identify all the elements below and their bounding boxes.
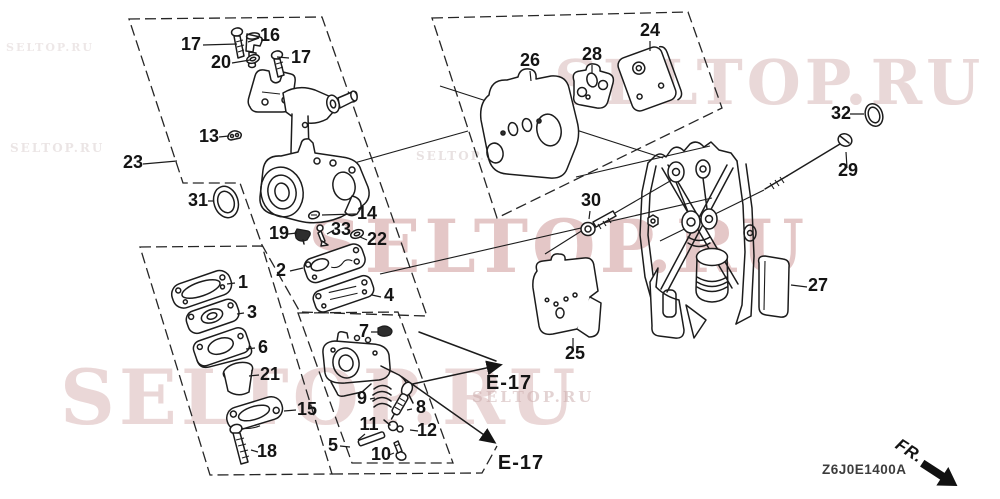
washer-20 [245,53,261,65]
pump-plate-2 [303,243,366,284]
screw-30 [580,210,617,237]
assembly-line-screw30-to-boss [614,176,678,214]
part-label-9: 9 [357,388,367,408]
drawing-code: Z6J0E1400A [822,462,907,477]
assembly-line-plate-to-bracket [379,197,713,275]
part-label-22: 22 [367,229,387,249]
needle-valve-8 [390,393,409,420]
spacer-block-6 [192,327,253,369]
e17-upper-arrow-line [407,360,503,386]
plug-7 [377,325,393,337]
part-label-32: 32 [831,103,851,123]
part-label-19: 19 [269,223,289,243]
e17-lower-label: E-17 [498,452,544,474]
part-label-17b: 17 [291,47,311,67]
part-label-12: 12 [417,420,437,440]
part-label-14: 14 [357,203,377,223]
dashed-box-gasket-set-top-right [431,11,723,219]
part-label-20: 20 [211,52,231,72]
part-label-23: 23 [123,152,143,172]
mounting-bracket-27 [639,141,790,339]
part-label-5: 5 [328,435,338,455]
part-label-2: 2 [276,260,286,280]
part-label-17a: 17 [181,34,201,54]
heat-shield-25 [532,253,602,338]
washer-14 [307,210,321,220]
gasket-3 [185,298,240,335]
spacer-ring-21 [222,361,254,396]
part-label-16: 16 [260,25,280,45]
fr-arrow-icon [920,459,958,487]
part-label-6: 6 [258,337,268,357]
dashed-box-pump-assy-5 [297,311,454,464]
leader-lines [142,37,864,456]
e17-upper-arrow-tail [418,331,497,362]
part-label-29: 29 [838,160,858,180]
part-label-26: 26 [520,50,540,70]
screw-10 [393,440,407,461]
part-label-24: 24 [640,20,660,40]
e17-lower-arrow-line [401,376,497,444]
o-ring-31 [212,185,240,219]
screw-33 [316,224,329,247]
part-label-10: 10 [371,444,391,464]
flange-plate-15 [225,395,284,431]
part-label-4: 4 [384,285,394,305]
dashed-box-carburetor-assy-23 [128,16,428,317]
part-label-15: 15 [297,399,317,419]
part-label-30: 30 [581,190,601,210]
clip-13 [227,130,243,141]
valve-12 [383,419,404,433]
o-ring-32 [864,103,884,127]
part-label-1: 1 [238,272,248,292]
part-label-8: 8 [416,397,426,417]
plate-24 [617,45,683,112]
assembly-line-shield-to-screw30 [544,229,584,255]
washer-22 [349,228,365,240]
screw-17a [230,27,245,59]
part-label-33: 33 [331,219,351,239]
spring-9 [372,384,392,408]
bolt-29 [764,133,853,190]
part-label-25: 25 [565,343,585,363]
part-label-11: 11 [359,414,378,434]
assembly-line-gasket26-to-bracket [575,145,711,178]
carburetor-main-body [259,138,370,224]
part-label-18: 18 [257,441,277,461]
valve-seat-19 [294,228,311,245]
part-label-31: 31 [188,190,208,210]
screw-17b [270,50,285,78]
assembly-line-carb-to-gaskets [339,130,469,168]
part-label-27: 27 [808,275,828,295]
part-label-21: 21 [260,364,280,384]
insulator-gasket-26 [479,68,580,179]
part-label-28: 28 [582,44,602,64]
part-label-13: 13 [199,126,219,146]
diaphragm-plate-4 [312,274,375,313]
carburetor-lower-body [322,331,414,404]
dashed-box-outer-extension [331,445,498,475]
part-label-7: 7 [359,321,369,341]
spacer-28 [572,63,615,109]
pin-11 [357,431,386,447]
gasket-1 [170,269,233,309]
e17-upper-label: E-17 [486,372,532,394]
part-label-3: 3 [247,302,257,322]
screw-18 [229,423,250,465]
